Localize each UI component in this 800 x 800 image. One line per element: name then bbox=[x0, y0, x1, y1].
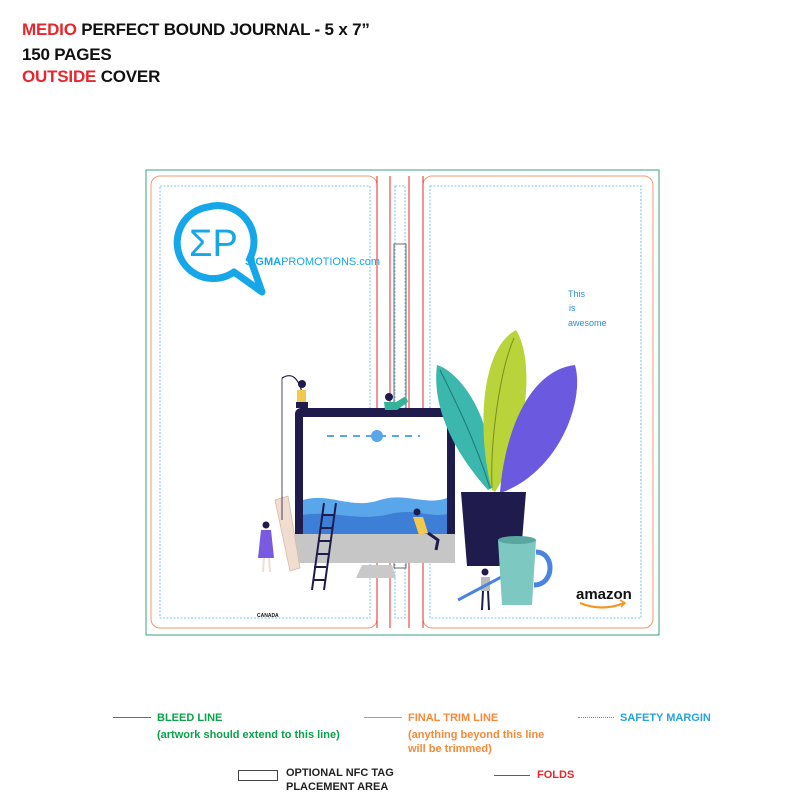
sigma-logo: ΣP SIGMAPROMOTIONS.com bbox=[173, 202, 380, 296]
legend-trim-title: FINAL TRIM LINE bbox=[408, 712, 499, 724]
person-woman-left bbox=[258, 521, 274, 573]
amazon-wordmark: amazon bbox=[576, 586, 632, 603]
screen-water-deep bbox=[303, 512, 447, 534]
logo-speech-bubble bbox=[173, 202, 266, 296]
leaf-teal bbox=[436, 365, 493, 490]
logo-mark: ΣP bbox=[189, 223, 238, 265]
leaf-lime bbox=[483, 330, 527, 492]
title-accent-outside: OUTSIDE bbox=[22, 67, 97, 86]
tagline-line-3: awesome bbox=[568, 318, 607, 328]
legend-trim-note-1: (anything beyond this line bbox=[408, 729, 545, 741]
monitor-chin bbox=[295, 534, 455, 563]
monitor-stand bbox=[356, 565, 396, 578]
legend-trim-note-2: will be trimmed) bbox=[408, 743, 492, 755]
tagline-line-2: is bbox=[569, 303, 576, 313]
title-product: PERFECT BOUND JOURNAL - 5 x 7” bbox=[76, 20, 370, 39]
legend-bleed-title: BLEED LINE bbox=[157, 712, 223, 724]
legend-safety-title: SAFETY MARGIN bbox=[620, 712, 711, 724]
title-accent-medio: MEDIO bbox=[22, 20, 77, 39]
screen-ball bbox=[371, 430, 383, 442]
person-fishing bbox=[281, 375, 308, 520]
logo-wordmark-bold: SIGMA bbox=[245, 256, 281, 268]
amazon-logo: amazon bbox=[576, 586, 632, 609]
mug bbox=[498, 536, 553, 605]
ladder bbox=[311, 502, 337, 591]
person-top bbox=[378, 393, 408, 415]
title-line-3: OUTSIDE COVER bbox=[22, 66, 160, 88]
safety-margin-left bbox=[159, 185, 371, 619]
pencil-prop bbox=[274, 495, 301, 572]
title-line-2: 150 PAGES bbox=[22, 45, 112, 64]
leaf-purple bbox=[500, 365, 578, 492]
safety-margin-right bbox=[429, 185, 642, 619]
legend-trim-swatch bbox=[364, 717, 402, 718]
country-label: CANADA bbox=[257, 613, 279, 619]
legend-safety-swatch bbox=[578, 717, 614, 718]
title-cover: COVER bbox=[96, 67, 161, 86]
amazon-smile bbox=[579, 601, 625, 609]
title-line-1: MEDIO PERFECT BOUND JOURNAL - 5 x 7” bbox=[22, 19, 370, 41]
tagline-line-1: This bbox=[568, 289, 586, 299]
legend-folds-swatch bbox=[494, 775, 530, 776]
legend-folds-title: FOLDS bbox=[537, 769, 575, 781]
legend-nfc-title-1: OPTIONAL NFC TAG bbox=[286, 767, 394, 779]
logo-wordmark: SIGMAPROMOTIONS.com bbox=[245, 256, 380, 268]
cover-illustration bbox=[258, 330, 578, 611]
legend-nfc-title-2: PLACEMENT AREA bbox=[286, 781, 389, 793]
person-climbing bbox=[413, 508, 440, 551]
legend-bleed-swatch bbox=[113, 717, 151, 718]
logo-wordmark-regular: PROMOTIONS.com bbox=[281, 256, 380, 268]
legend-nfc-swatch bbox=[238, 770, 278, 781]
bleed-line bbox=[145, 169, 660, 636]
legend-bleed-note: (artwork should extend to this line) bbox=[157, 729, 340, 741]
